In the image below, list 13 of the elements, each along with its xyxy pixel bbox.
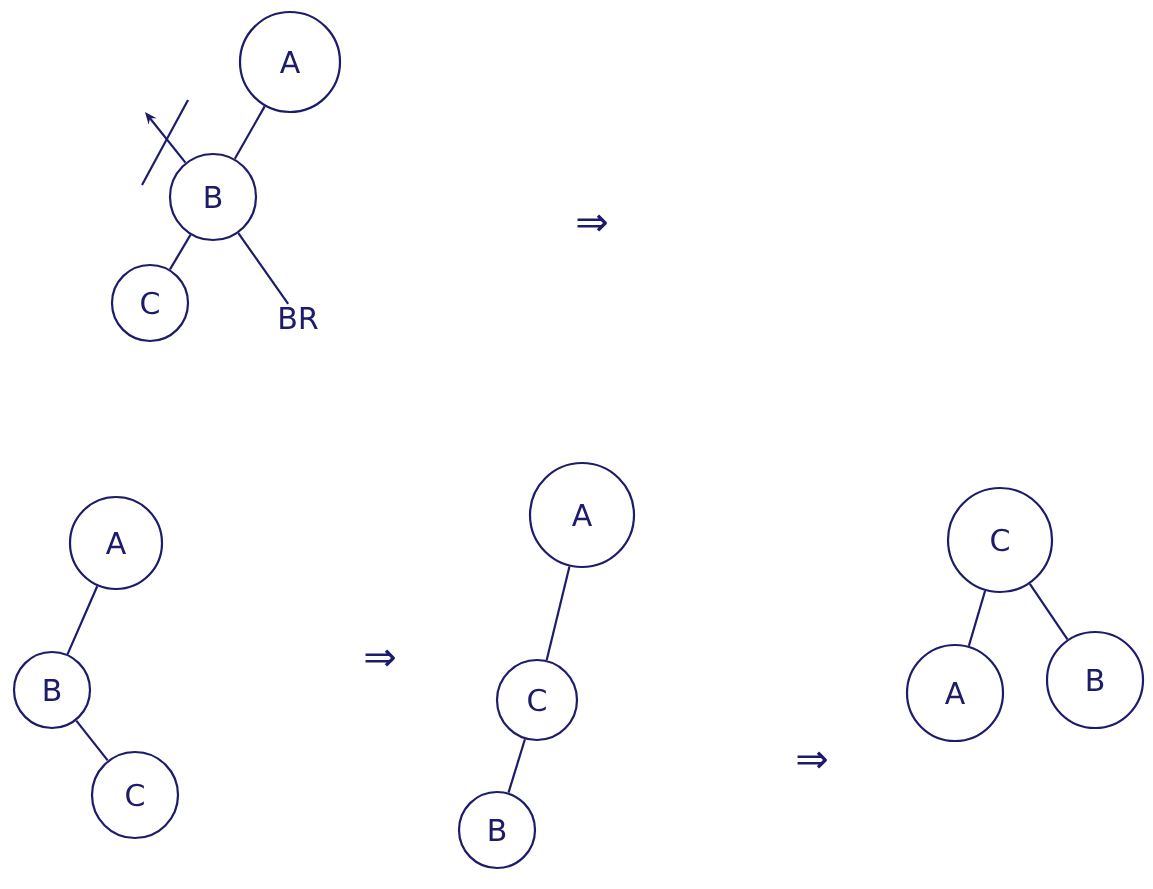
tree-edge	[1028, 583, 1069, 640]
tree-edge	[75, 720, 109, 762]
tree-edge	[967, 590, 987, 647]
tree-edge	[507, 738, 526, 793]
tree-edge	[545, 566, 571, 661]
tree-edge	[237, 232, 290, 305]
implies-arrow: ⇒	[365, 649, 395, 667]
tree-edge	[169, 234, 192, 270]
tree-edge	[66, 585, 99, 655]
node-label: BR	[280, 307, 318, 329]
implies-arrow: ⇒	[797, 751, 827, 769]
implies-arrow: ⇒	[577, 214, 607, 232]
tree-edge	[233, 105, 266, 160]
